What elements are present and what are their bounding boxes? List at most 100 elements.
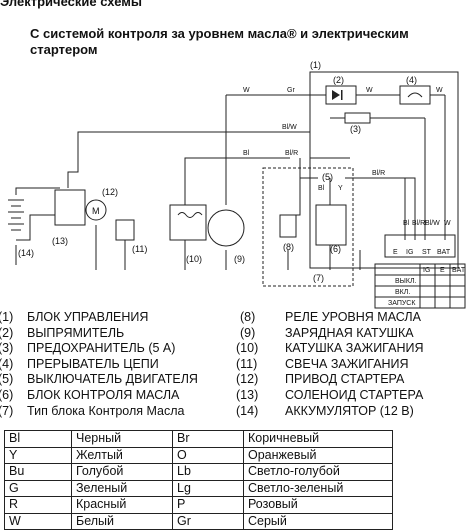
color-code: P xyxy=(172,496,244,514)
legend-number: (11) xyxy=(236,356,258,371)
color-row: G Зеленый Lg Светло-зеленый xyxy=(4,479,393,497)
legend-text: ЗАРЯДНАЯ КАТУШКА xyxy=(285,325,414,340)
color-name: Желтый xyxy=(71,446,173,464)
legend-number: (14) xyxy=(236,403,259,418)
wire-label: Bl xyxy=(403,220,410,227)
legend-text: ПРЕРЫВАТЕЛЬ ЦЕПИ xyxy=(27,356,159,371)
terminal-label: E xyxy=(393,249,398,256)
legend-text: ПРЕДОХРАНИТЕЛЬ (5 А) xyxy=(27,341,176,356)
control-box xyxy=(309,71,459,269)
color-row: R Красный P Розовый xyxy=(4,496,393,514)
color-row: Y Желтый O Оранжевый xyxy=(4,446,393,464)
component-number: (8) xyxy=(283,242,294,252)
switch-row: ВКЛ. xyxy=(395,289,410,296)
switch-row: ВЫКЛ. xyxy=(395,278,417,285)
title-line-1: С системой контроля за уровнем масла® и … xyxy=(30,26,409,41)
legend-number: (7) xyxy=(0,403,14,418)
component-number: (7) xyxy=(313,273,324,283)
switch-col: E xyxy=(440,267,445,274)
legend-text: ВЫКЛЮЧАТЕЛЬ ДВИГАТЕЛЯ xyxy=(27,372,198,387)
color-code: R xyxy=(4,496,72,514)
title-line-2: стартером xyxy=(30,42,98,57)
component-number: (14) xyxy=(18,248,34,258)
wire-label: Bl/R xyxy=(372,170,385,177)
switch-col: BAT xyxy=(452,267,466,274)
color-name: Зеленый xyxy=(71,479,173,497)
legend-text: Тип блока Контроля Масла xyxy=(27,403,185,418)
wire-label: Bl xyxy=(318,185,325,192)
motor-symbol: M xyxy=(92,206,100,216)
legend-text: ВЫПРЯМИТЕЛЬ xyxy=(27,325,125,340)
wire-label: Bl/R xyxy=(412,220,425,227)
legend-text: РЕЛЕ УРОВНЯ МАСЛА xyxy=(285,310,421,324)
switch-row: ЗАПУСК xyxy=(388,300,416,307)
legend-text: КАТУШКА ЗАЖИГАНИЯ xyxy=(285,341,424,356)
color-name: Коричневый xyxy=(243,430,393,448)
wire-label: Bl/W xyxy=(425,220,440,227)
wire-label: Y xyxy=(338,185,343,192)
legend-number: (3) xyxy=(0,341,14,356)
color-name: Розовый xyxy=(243,496,393,514)
legend-number: (2) xyxy=(0,325,14,340)
component-number: (5) xyxy=(322,172,333,182)
color-code: Bu xyxy=(4,463,72,481)
legend-text: БЛОК КОНТРОЛЯ МАСЛА xyxy=(27,387,180,402)
legend-number: (10) xyxy=(236,341,259,356)
component-number: (10) xyxy=(186,254,202,264)
color-name: Черный xyxy=(71,430,173,448)
component-number: (2) xyxy=(333,75,344,85)
color-row: Bu Голубой Lb Светло-голубой xyxy=(4,463,393,481)
color-code: Br xyxy=(172,430,244,448)
oil-alert-box xyxy=(262,167,354,287)
color-code: Bl xyxy=(4,430,72,448)
color-name: Белый xyxy=(71,512,173,530)
color-code: Gr xyxy=(172,512,244,530)
component-number: (9) xyxy=(234,254,245,264)
legend-text: ПРИВОД СТАРТЕРА xyxy=(285,372,405,387)
component-number: (1) xyxy=(310,60,321,70)
legend-number: (4) xyxy=(0,356,14,371)
legend-number: (12) xyxy=(236,372,259,387)
color-row: Bl Черный Br Коричневый xyxy=(4,430,393,448)
wire-label: W xyxy=(444,220,451,227)
wire-label: Bl/W xyxy=(282,124,297,131)
component-number: (4) xyxy=(406,75,417,85)
legend-text: АККУМУЛЯТОР (12 В) xyxy=(285,403,414,418)
color-name: Светло-зеленый xyxy=(243,479,393,497)
wire-color-table: Bl Черный Br Коричневый Y Желтый O Оранж… xyxy=(4,430,393,530)
legend-number: (13) xyxy=(236,387,259,402)
wire-label: Bl/R xyxy=(285,150,298,157)
diagram-title: С системой контроля за уровнем масла® и … xyxy=(30,26,409,58)
color-code: Lb xyxy=(172,463,244,481)
component-number: (12) xyxy=(102,187,118,197)
color-name: Красный xyxy=(71,496,173,514)
wire-label: W xyxy=(243,87,250,94)
wire-label: Bl xyxy=(243,150,250,157)
terminal-label: IG xyxy=(406,249,413,256)
legend-text: СВЕЧА ЗАЖИГАНИЯ xyxy=(285,356,409,371)
color-name: Оранжевый xyxy=(243,446,393,464)
color-code: Y xyxy=(4,446,72,464)
color-code: G xyxy=(4,479,72,497)
color-code: W xyxy=(4,512,72,530)
legend-number: (9) xyxy=(240,325,256,340)
component-number: (3) xyxy=(350,124,361,134)
legend-text: СОЛЕНОИД СТАРТЕРА xyxy=(285,387,424,402)
color-row: W Белый Gr Серый xyxy=(4,512,393,530)
legend-number: (8) xyxy=(240,310,256,324)
wiring-diagram: M W Gr W W Bl/W Bl Bl/R Bl/R Bl Y Bl Bl/… xyxy=(8,60,466,309)
component-number: (6) xyxy=(330,244,341,254)
wire-label: Gr xyxy=(287,87,295,94)
legend-number: (1) xyxy=(0,310,14,324)
legend-number: (5) xyxy=(0,372,14,387)
switch-col: IG xyxy=(423,267,430,274)
terminal-label: BAT xyxy=(437,249,451,256)
color-name: Голубой xyxy=(71,463,173,481)
wire-label: W xyxy=(366,87,373,94)
terminal-label: ST xyxy=(422,249,432,256)
wire-label: W xyxy=(436,87,443,94)
color-code: O xyxy=(172,446,244,464)
legend-number: (6) xyxy=(0,387,14,402)
page-header: Электрические схемы xyxy=(0,0,142,9)
legend-text: БЛОК УПРАВЛЕНИЯ xyxy=(27,310,149,324)
